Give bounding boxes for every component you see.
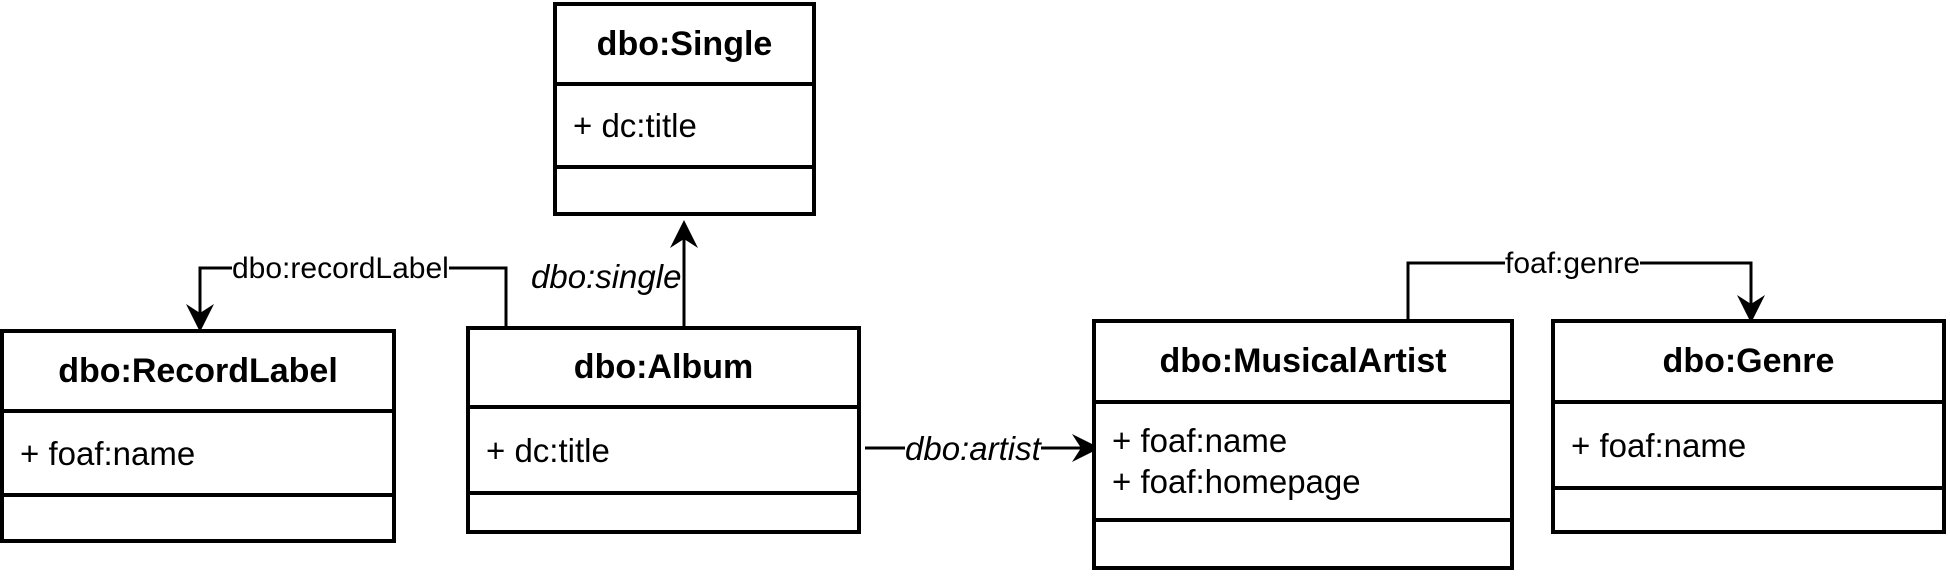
class-album-name: dbo:Album [470, 330, 857, 409]
class-record-label-operations [4, 497, 392, 539]
attribute-item: + foaf:name [1571, 426, 1747, 464]
class-album-attributes: + dc:title [470, 409, 857, 495]
class-musical-artist-operations [1096, 522, 1510, 566]
record-label-relation-label: dbo:recordLabel [232, 252, 449, 285]
class-musical-artist-attributes: + foaf:name + foaf:homepage [1096, 404, 1510, 522]
class-genre[interactable]: dbo:Genre + foaf:name [1551, 319, 1946, 534]
class-single-name: dbo:Single [557, 6, 812, 86]
class-album[interactable]: dbo:Album + dc:title [466, 326, 861, 534]
single-relation-label: dbo:single [531, 258, 682, 295]
class-genre-name: dbo:Genre [1555, 323, 1942, 404]
single-arrowhead [670, 220, 698, 248]
artist-relation-label: dbo:artist [905, 430, 1041, 467]
class-record-label[interactable]: dbo:RecordLabel + foaf:name [0, 329, 396, 543]
class-musical-artist[interactable]: dbo:MusicalArtist + foaf:name + foaf:hom… [1092, 319, 1514, 570]
class-record-label-name: dbo:RecordLabel [4, 333, 392, 413]
class-genre-operations [1555, 490, 1942, 530]
attribute-item: + foaf:name [1112, 422, 1288, 459]
attribute-item: + dc:title [486, 431, 610, 469]
genre-arrowhead [1737, 295, 1765, 323]
class-single-attributes: + dc:title [557, 86, 812, 169]
class-genre-attributes: + foaf:name [1555, 404, 1942, 490]
class-record-label-attributes: + foaf:name [4, 413, 392, 497]
class-single-operations [557, 169, 812, 212]
class-single[interactable]: dbo:Single + dc:title [553, 2, 816, 216]
attribute-item: + foaf:homepage [1112, 463, 1361, 500]
artist-arrowhead [1072, 434, 1100, 462]
attribute-item: + foaf:name [20, 434, 196, 472]
genre-relation-label: foaf:genre [1505, 247, 1641, 280]
attribute-item: + dc:title [573, 107, 697, 144]
class-musical-artist-name: dbo:MusicalArtist [1096, 323, 1510, 404]
class-album-operations [470, 495, 857, 530]
record-label-arrowhead [186, 304, 214, 332]
